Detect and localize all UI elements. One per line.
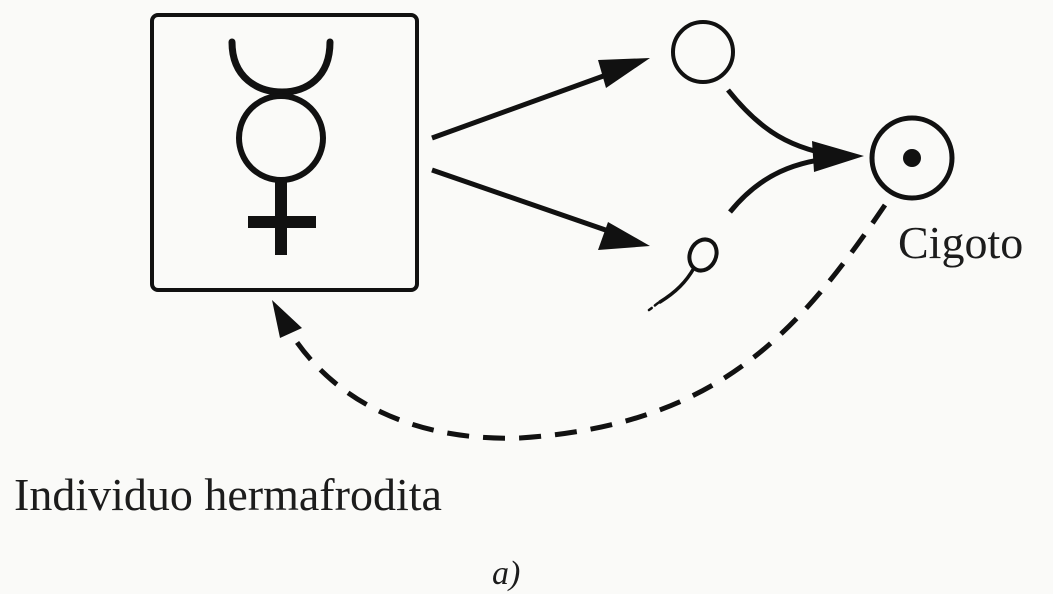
arrow-to-egg <box>431 58 650 141</box>
figure-caption: a) <box>492 555 520 592</box>
zygote-circle-icon <box>869 115 955 201</box>
fertilization-arrows <box>726 88 864 214</box>
individual-label: Individuo hermafrodita <box>14 469 442 520</box>
dashed-return-arrow <box>272 203 888 441</box>
zygote-label: Cigoto <box>898 217 1023 268</box>
hermaphrodite-individual-box <box>150 13 419 292</box>
sperm-icon <box>647 237 719 312</box>
ovum-circle-icon <box>671 20 735 84</box>
arrow-to-sperm <box>431 167 650 250</box>
hermaphrodite-symbol-icon <box>228 38 334 255</box>
